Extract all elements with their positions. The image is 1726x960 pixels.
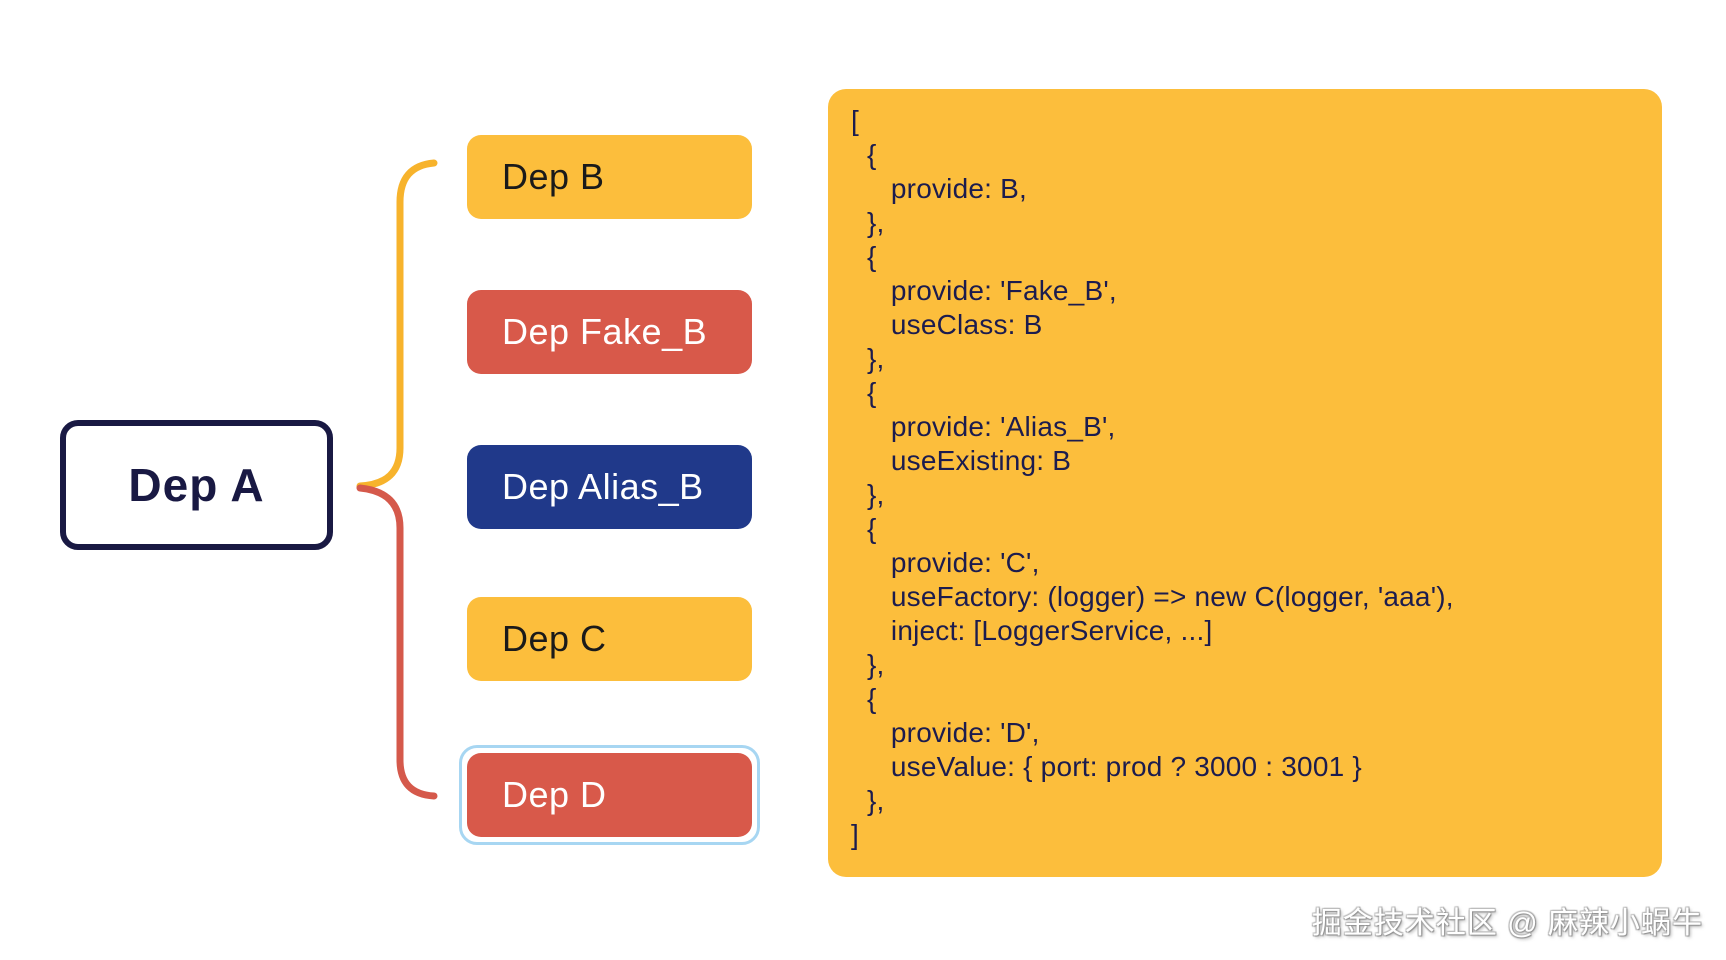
node-dep-c[interactable]: Dep C <box>467 597 752 681</box>
node-dep-a-label: Dep A <box>128 459 265 511</box>
node-dep-fake-b[interactable]: Dep Fake_B <box>467 290 752 374</box>
node-dep-fake-b-label: Dep Fake_B <box>502 311 708 352</box>
providers-code-panel[interactable]: [ { provide: B, }, { provide: 'Fake_B', … <box>828 89 1662 877</box>
providers-code: [ { provide: B, }, { provide: 'Fake_B', … <box>851 105 1454 850</box>
node-dep-b-label: Dep B <box>502 156 605 197</box>
node-dep-a[interactable]: Dep A <box>60 420 333 550</box>
node-dep-alias-b-label: Dep Alias_B <box>502 466 704 507</box>
branch-connectors <box>356 159 438 800</box>
node-dep-b[interactable]: Dep B <box>467 135 752 219</box>
node-dep-c-label: Dep C <box>502 618 607 659</box>
watermark: 掘金技术社区 @ 麻辣小蜗牛 <box>1311 907 1703 940</box>
upper-branch-curve <box>356 159 438 490</box>
node-dep-d-label: Dep D <box>502 774 607 815</box>
lower-branch-curve <box>356 484 438 800</box>
node-dep-d-selection-ring <box>459 745 760 845</box>
node-dep-alias-b[interactable]: Dep Alias_B <box>467 445 752 529</box>
node-dep-d[interactable]: Dep D <box>467 753 752 837</box>
